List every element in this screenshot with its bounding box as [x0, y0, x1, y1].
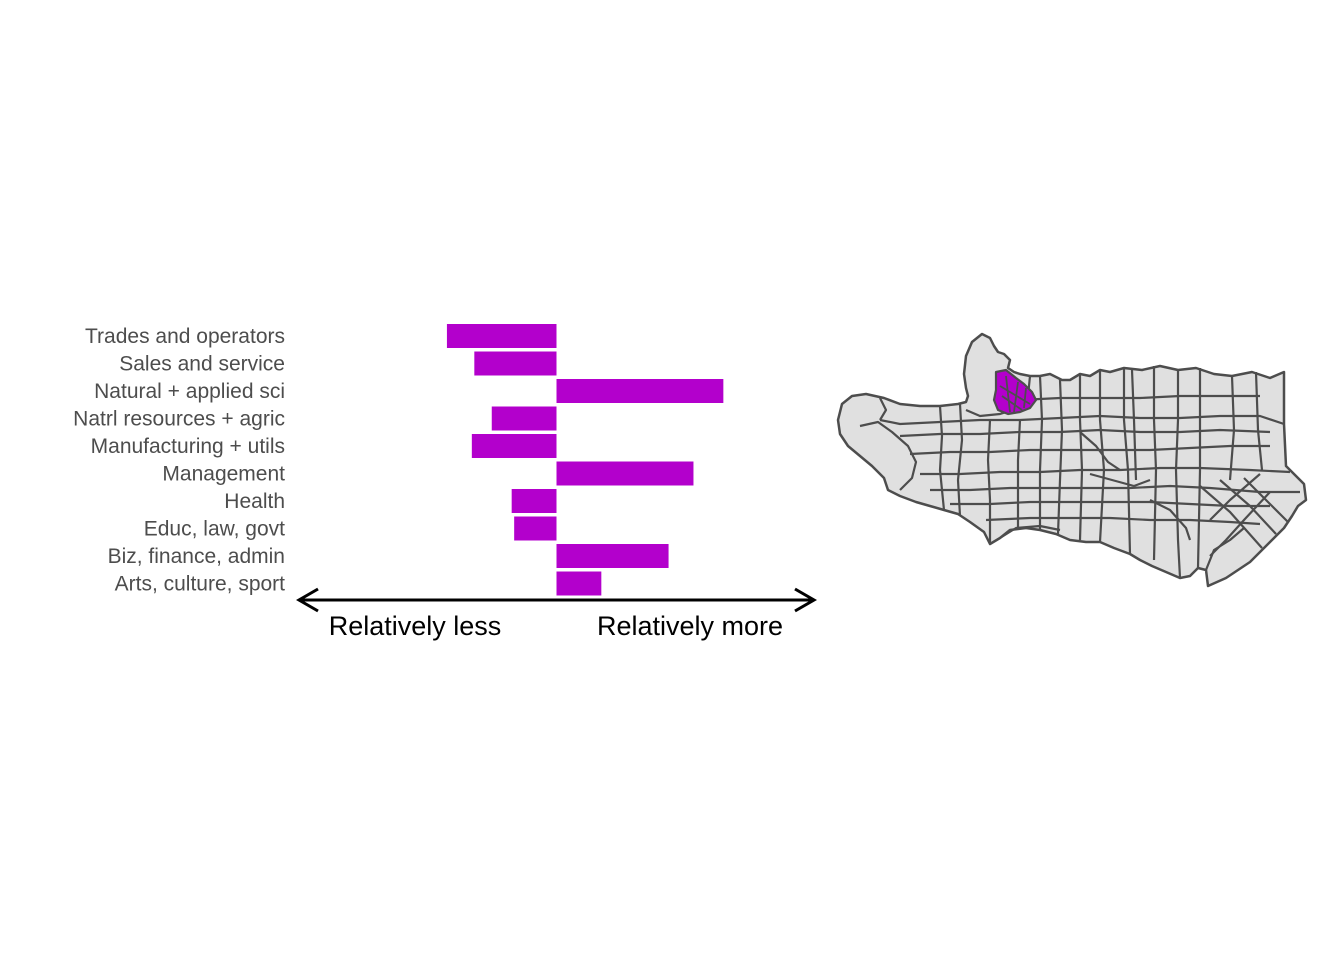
- bar-manufacturing-utils: [471, 434, 557, 458]
- bar-trades-and-operators: [446, 324, 557, 348]
- boundary-line: [1098, 370, 1106, 543]
- bar-management: [556, 461, 694, 486]
- category-label: Health: [224, 490, 285, 513]
- boundary-line: [1056, 379, 1064, 535]
- bar-arts-culture-sport: [556, 571, 602, 596]
- boundary-line: [1204, 527, 1245, 571]
- bar-natural-applied-sci: [556, 379, 724, 403]
- highlighted-area-grid: [999, 375, 1031, 413]
- highlighted-area: [992, 368, 1038, 416]
- bar-educ-law-govt: [514, 516, 557, 541]
- category-label: Sales and service: [119, 353, 285, 376]
- boundary-line: [1016, 419, 1022, 528]
- category-label: Natrl resources + agric: [73, 408, 285, 431]
- category-label: Trades and operators: [85, 325, 285, 348]
- boundary-line: [950, 500, 1270, 508]
- bar-biz-finance-admin: [556, 544, 669, 568]
- category-label: Manufacturing + utils: [91, 435, 285, 458]
- boundary-line: [920, 466, 1291, 476]
- neighbourhood-boundaries: [859, 366, 1300, 579]
- boundary-line: [879, 397, 888, 421]
- boundary-line: [999, 524, 1061, 539]
- boundary-line: [1199, 485, 1263, 549]
- category-label: Biz, finance, admin: [108, 545, 285, 568]
- boundary-line: [1152, 366, 1158, 561]
- boundary-line: [1149, 499, 1192, 541]
- boundary-line: [1243, 477, 1289, 523]
- direction-arrow-axis: [296, 587, 817, 613]
- boundary-line: [1089, 472, 1151, 488]
- neighbourhood-map: [836, 332, 1308, 588]
- boundary-line: [909, 444, 1270, 456]
- boundary-line: [986, 419, 992, 544]
- highlighted-neighbourhood: [992, 368, 1038, 416]
- boundary-line: [938, 405, 946, 511]
- relatively-less-label: Relatively less: [329, 611, 502, 641]
- boundary-line: [1122, 368, 1132, 555]
- boundary-line: [859, 420, 918, 491]
- boundary-line: [1254, 371, 1264, 471]
- boundary-line: [956, 403, 964, 517]
- boundary-line: [1078, 374, 1084, 541]
- category-label: Arts, culture, sport: [115, 573, 286, 596]
- category-label: Natural + applied sci: [94, 380, 285, 403]
- bar-sales-and-service: [474, 351, 557, 376]
- boundary-line: [1196, 368, 1202, 569]
- bar-natrl-resources-agric: [491, 406, 557, 431]
- city-outline: [836, 332, 1308, 588]
- category-label: Management: [162, 463, 285, 486]
- boundary-line: [1219, 479, 1277, 535]
- right-arrowhead: [794, 587, 817, 613]
- boundary-line: [1130, 369, 1138, 481]
- bar-health: [511, 489, 557, 513]
- boundary-line: [1209, 473, 1261, 521]
- boundary-line: [1228, 375, 1236, 481]
- left-arrowhead: [296, 587, 319, 613]
- boundary-line: [1038, 375, 1044, 530]
- boundary-line: [1174, 370, 1182, 579]
- category-label: Educ, law, govt: [144, 518, 285, 541]
- bars: [446, 324, 724, 596]
- boundary-line: [1079, 431, 1121, 471]
- relatively-more-label: Relatively more: [597, 611, 783, 641]
